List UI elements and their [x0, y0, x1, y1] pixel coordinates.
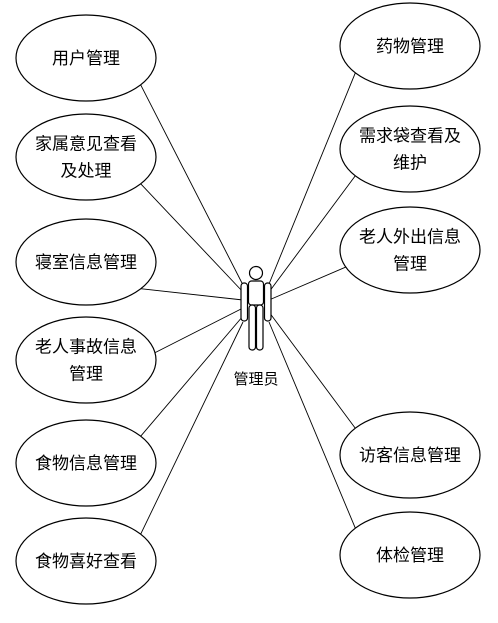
use-case-ellipse [339, 511, 481, 599]
use-case-label: 访客信息管理 [359, 446, 461, 466]
use-case-ellipse [339, 2, 481, 90]
use-case-ellipse [15, 113, 157, 201]
association-line-medicine-management [268, 72, 356, 285]
use-case-label: 老人外出信息 [359, 228, 461, 248]
use-case-ellipse [15, 517, 157, 605]
use-case-label: 食物信息管理 [35, 454, 137, 474]
association-line-elder-outing [268, 262, 356, 301]
use-case-label: 家属意见查看 [35, 135, 137, 155]
use-case-physical-exam[interactable]: 体检管理 [339, 511, 481, 599]
use-case-label: 老人事故信息 [35, 338, 137, 358]
association-line-elder-incident [140, 307, 244, 361]
use-case-user-management[interactable]: 用户管理 [15, 14, 157, 102]
association-line-needs-bag [268, 175, 356, 293]
use-case-label: 管理 [69, 365, 103, 385]
use-case-label: 用户管理 [52, 49, 120, 69]
use-case-label: 体检管理 [376, 546, 444, 566]
actor-label: 管理员 [233, 370, 278, 388]
use-case-ellipse [15, 419, 157, 507]
use-case-ellipses: 用户管理家属意见查看及处理寝室信息管理老人事故信息管理食物信息管理食物喜好查看药… [15, 2, 481, 605]
use-case-room-info[interactable]: 寝室信息管理 [15, 218, 157, 306]
use-case-visitor-info[interactable]: 访客信息管理 [339, 411, 481, 499]
use-case-ellipse [15, 14, 157, 102]
use-case-ellipse [339, 411, 481, 499]
use-case-ellipse [15, 316, 157, 404]
association-line-user-management [140, 84, 244, 286]
use-case-label: 需求袋查看及 [359, 127, 461, 147]
use-case-ellipse [339, 105, 481, 193]
association-line-room-info [140, 288, 244, 301]
association-line-visitor-info [268, 311, 356, 429]
use-case-label: 食物喜好查看 [35, 552, 137, 572]
use-case-medicine-management[interactable]: 药物管理 [339, 2, 481, 90]
association-lines [140, 72, 356, 535]
use-case-food-preference[interactable]: 食物喜好查看 [15, 517, 157, 605]
use-case-ellipse [15, 218, 157, 306]
use-case-ellipse [339, 206, 481, 294]
association-line-physical-exam [268, 321, 356, 529]
association-line-food-info [140, 315, 244, 437]
use-case-label: 及处理 [61, 162, 112, 182]
association-line-food-preference [140, 321, 244, 535]
use-case-label: 管理 [393, 255, 427, 275]
use-case-label: 维护 [393, 154, 427, 174]
use-case-label: 药物管理 [376, 37, 444, 57]
association-line-family-feedback [140, 183, 244, 293]
use-case-label: 寝室信息管理 [35, 252, 137, 273]
use-case-food-info[interactable]: 食物信息管理 [15, 419, 157, 507]
actor: 管理员 [233, 265, 279, 388]
stick-figure-actor-icon [240, 265, 272, 351]
